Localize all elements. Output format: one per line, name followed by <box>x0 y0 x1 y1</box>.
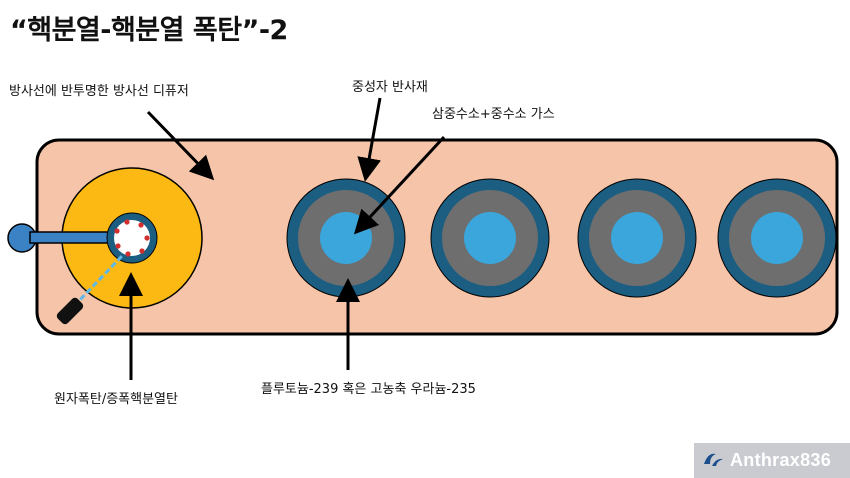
detonator-device <box>56 297 84 325</box>
label-gas: 삼중수소+중수소 가스 <box>432 107 555 122</box>
neutron-dot <box>124 219 130 225</box>
primary-core <box>114 220 150 256</box>
neutron-dot <box>115 243 121 249</box>
neutron-dot <box>138 222 144 228</box>
neutron-dot <box>139 248 145 254</box>
detonator-beam <box>72 254 124 308</box>
neutron-dot <box>114 228 120 234</box>
logo-icon <box>702 450 724 472</box>
arrow-gas <box>353 135 446 235</box>
label-fissile: 플루토늄-239 혹은 고농축 우라늄-235 <box>261 382 476 397</box>
arrow-diffuser <box>146 110 215 181</box>
neutron-dot <box>125 251 131 257</box>
page-title: “핵분열-핵분열 폭탄”-2 <box>10 15 288 46</box>
secondary-capsule <box>577 178 697 298</box>
primary-bomb <box>7 167 203 325</box>
neutron-dot <box>144 235 150 241</box>
label-reflector: 중성자 반사재 <box>352 80 428 95</box>
watermark-text: Anthrax836 <box>730 450 832 470</box>
arrow-reflector <box>357 97 382 182</box>
label-diffuser: 방사선에 반투명한 방사선 디퓨저 <box>9 84 189 99</box>
label-primary: 원자폭탄/증폭핵분열탄 <box>54 392 178 407</box>
secondary-capsule <box>717 178 837 298</box>
watermark: Anthrax836 <box>694 443 850 478</box>
secondary-capsule <box>430 178 550 298</box>
